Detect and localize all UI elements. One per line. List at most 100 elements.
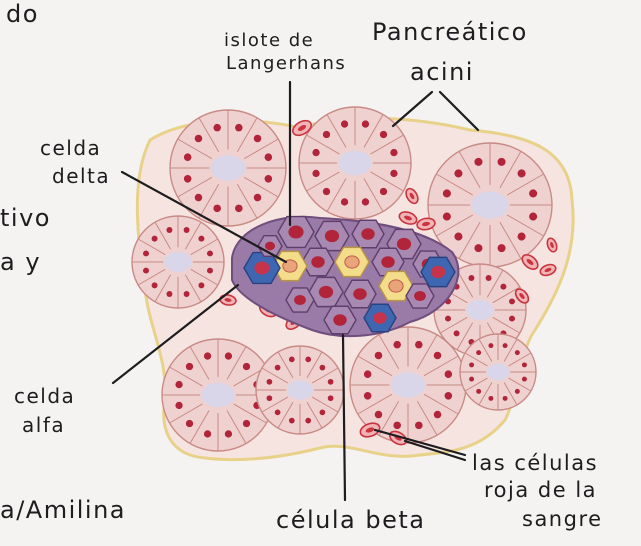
acinar-nucleus — [323, 131, 330, 138]
beta-cell-nucleus — [361, 228, 374, 240]
acinar-nucleus — [445, 392, 453, 400]
acinar-nucleus — [143, 250, 149, 256]
acinar-nucleus — [518, 169, 526, 177]
beta-cell-nucleus — [353, 288, 366, 300]
acinus-lumen — [211, 155, 246, 181]
acinar-nucleus — [393, 341, 401, 349]
beta-cell — [324, 306, 356, 334]
alpha-cell — [364, 304, 396, 332]
margin-text-2: a y — [0, 248, 41, 276]
acinar-nucleus — [213, 205, 221, 213]
acinar-nucleus — [362, 198, 369, 205]
acinar-nucleus — [443, 189, 451, 197]
acinar-nucleus — [469, 377, 474, 382]
beta-cell — [344, 280, 376, 308]
acinar-nucleus — [289, 418, 295, 424]
acinar-nucleus — [243, 363, 250, 370]
acinar-nucleus — [235, 205, 243, 213]
acinus-lumen — [466, 300, 494, 320]
acinar-nucleus — [152, 236, 158, 242]
acinar-nucleus — [243, 420, 250, 427]
acinar-nucleus — [312, 149, 319, 156]
acinar-nucleus — [213, 124, 221, 132]
delta-cell-nucleus — [345, 256, 359, 268]
acinar-nucleus — [323, 188, 330, 195]
acinar-nucleus — [390, 170, 397, 177]
label-islet-line1: islote de — [224, 30, 314, 51]
acinar-nucleus — [166, 227, 172, 233]
beta-cell — [302, 248, 334, 276]
acinar-nucleus — [143, 268, 149, 274]
acinus — [256, 346, 344, 434]
acinar-nucleus — [390, 149, 397, 156]
acinar-nucleus — [476, 350, 481, 355]
acinar-nucleus — [289, 357, 295, 363]
acinus-lumen — [338, 151, 372, 176]
acinus-lumen — [471, 191, 508, 218]
acinar-nucleus — [380, 131, 387, 138]
beta-cell-nucleus — [265, 242, 275, 251]
acinar-nucleus — [488, 343, 493, 348]
acinar-nucleus — [184, 291, 190, 297]
acinar-nucleus — [275, 410, 281, 416]
margin-text-top: do — [6, 0, 39, 28]
acinar-nucleus — [529, 213, 537, 221]
label-delta-line2: delta — [52, 164, 110, 188]
label-beta: célula beta — [276, 506, 425, 534]
label-islet-line2: Langerhans — [226, 53, 346, 74]
acinus — [132, 216, 224, 308]
label-delta-line1: celda — [40, 136, 101, 160]
acinar-nucleus — [328, 395, 334, 401]
acinar-nucleus — [488, 396, 493, 401]
beta-cell-nucleus — [311, 256, 324, 268]
acinar-nucleus — [184, 153, 192, 161]
acinus-lumen — [164, 252, 192, 272]
acinar-nucleus — [198, 236, 204, 242]
acinar-nucleus — [443, 213, 451, 221]
label-acini-line2: acini — [410, 58, 474, 86]
acinar-nucleus — [184, 227, 190, 233]
acinar-nucleus — [509, 298, 515, 304]
label-rbc-line1: las células — [472, 451, 598, 475]
alpha-cell-nucleus — [373, 312, 386, 324]
acinar-nucleus — [415, 341, 423, 349]
acinus-lumen — [201, 383, 235, 408]
acinar-nucleus — [166, 291, 172, 297]
acinar-nucleus — [474, 158, 482, 166]
beta-cell-nucleus — [397, 238, 411, 250]
acinar-nucleus — [198, 282, 204, 288]
acinar-nucleus — [265, 175, 273, 183]
acinar-nucleus — [515, 389, 520, 394]
acinar-nucleus — [312, 170, 319, 177]
delta-cell-nucleus — [389, 280, 403, 292]
beta-cell-nucleus — [414, 291, 426, 301]
acinar-nucleus — [476, 389, 481, 394]
acinar-nucleus — [254, 135, 262, 143]
label-acini-line1: Pancreático — [372, 18, 528, 46]
acinar-nucleus — [500, 284, 506, 290]
acinar-nucleus — [445, 316, 451, 322]
acinar-nucleus — [265, 153, 273, 161]
acinar-nucleus — [454, 233, 462, 241]
label-alpha-line1: celda — [14, 384, 75, 408]
acinus-lumen — [287, 380, 313, 399]
acinar-nucleus — [518, 233, 526, 241]
acinar-nucleus — [320, 410, 326, 416]
label-alpha-line2: alfa — [22, 413, 65, 437]
margin-text-1: tivo — [0, 204, 51, 232]
acinar-nucleus — [225, 430, 232, 437]
label-rbc-line2: roja de la — [484, 478, 597, 502]
acinar-nucleus — [225, 352, 232, 359]
label-rbc-line3: sangre — [522, 507, 603, 531]
acinar-nucleus — [503, 396, 508, 401]
acinar-nucleus — [235, 124, 243, 132]
beta-cell-nucleus — [319, 286, 333, 298]
acinar-nucleus — [469, 362, 474, 367]
acinar-nucleus — [175, 381, 182, 388]
acinar-nucleus — [267, 395, 273, 401]
acinar-nucleus — [364, 392, 372, 400]
alpha-cell-nucleus — [254, 262, 269, 275]
acinar-nucleus — [184, 175, 192, 183]
acinar-nucleus — [267, 379, 273, 385]
beta-cell — [352, 220, 384, 248]
